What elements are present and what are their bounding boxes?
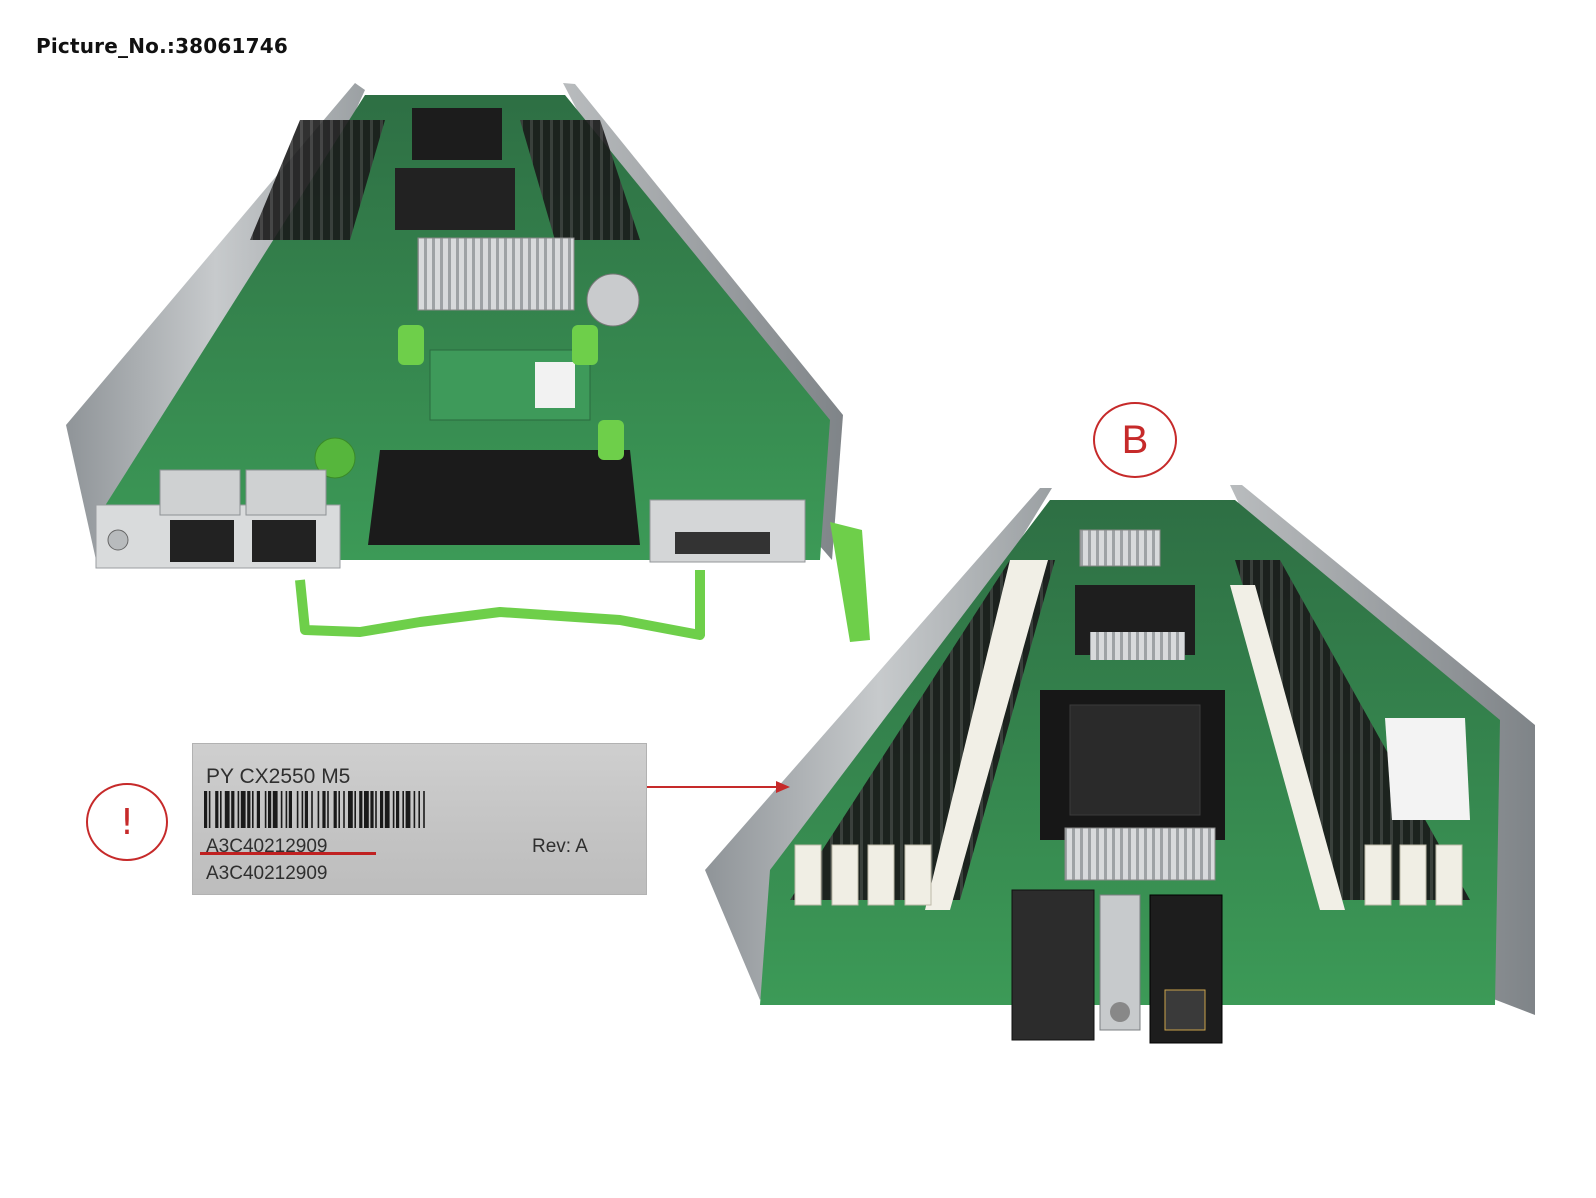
barcode-bar: [285, 791, 288, 828]
barcode-bar: [423, 791, 425, 828]
barcode-bar: [317, 791, 320, 828]
product-label: PY CX2550 M5 A3C40212909 Rev: A A3C40212…: [192, 743, 647, 895]
barcode-bar: [343, 791, 345, 828]
clip: [572, 325, 598, 365]
barcode-bar: [413, 791, 416, 828]
pull-handle: [295, 570, 705, 640]
barcode-bar: [296, 791, 299, 828]
release-lever: [830, 522, 870, 642]
barcode-bar: [215, 791, 219, 828]
rj45-housing-2: [245, 469, 327, 516]
backplane-connector: [1011, 889, 1095, 1041]
barcode-bar: [208, 791, 211, 828]
clip: [598, 420, 624, 460]
barcode-bar: [231, 791, 235, 828]
barcode-bar: [268, 791, 272, 828]
barcode-bar: [359, 791, 363, 828]
motherboard: [96, 95, 830, 560]
barcode-bar: [252, 791, 254, 828]
barcode-bar: [280, 791, 283, 828]
barcode-bar: [311, 791, 313, 828]
barcode-bar: [272, 791, 278, 828]
barcode: [204, 791, 425, 828]
barcode-bar: [384, 791, 390, 828]
dimm-slots-right: [520, 120, 640, 240]
barcode-bar: [392, 791, 395, 828]
guide-pin-hole: [1110, 1002, 1130, 1022]
riser-cover-plate: [368, 450, 640, 545]
rj45-port-1: [170, 520, 234, 562]
dimm-slots-left: [790, 560, 1055, 900]
barcode-bar: [327, 791, 329, 828]
part-number-underline: [200, 852, 376, 855]
barcode-bar: [247, 791, 251, 828]
server-node-photo-front: [66, 83, 870, 642]
barcode-bar: [370, 791, 374, 828]
barcode-bar: [418, 791, 420, 828]
callout-b: B: [1093, 402, 1177, 478]
barcode-bar: [405, 791, 411, 828]
label-part-number-repeat: A3C40212909: [206, 863, 328, 884]
cmos-battery: [586, 273, 640, 327]
barcode-bar: [396, 791, 400, 828]
label-model: PY CX2550 M5: [206, 765, 351, 788]
chipset-heatsink: [417, 237, 575, 311]
board-sticker: [1385, 718, 1470, 820]
thumbscrew: [314, 437, 356, 479]
barcode-bar: [354, 791, 356, 828]
pcie-slot-left: [925, 560, 1048, 910]
barcode-bar: [256, 791, 260, 828]
power-button: [107, 529, 129, 551]
barcode-bar: [375, 791, 377, 828]
vrm-heatsink-2: [1064, 827, 1216, 881]
label-part-number: A3C40212909: [206, 836, 328, 857]
power-pins: [1164, 989, 1206, 1031]
rj45-port-2: [252, 520, 316, 562]
barcode-bar: [364, 791, 369, 828]
label-revision: Rev: A: [532, 836, 588, 857]
barcode-bar: [264, 791, 267, 828]
dimm-slots-left: [250, 120, 385, 240]
barcode-bar: [288, 791, 292, 828]
barcode-bar: [224, 791, 230, 828]
vrm-heatsink: [1090, 632, 1185, 660]
rj45-housing-1: [159, 469, 241, 516]
barcode-bar: [348, 791, 353, 828]
barcode-bar: [240, 791, 246, 828]
picture-number: Picture_No.:38061746: [36, 34, 288, 58]
barcode-bar: [220, 791, 222, 828]
cpu-socket-2: [395, 168, 515, 230]
callout-important: !: [86, 783, 168, 861]
callout-arrow-head: [776, 781, 790, 793]
barcode-bar: [204, 791, 208, 828]
barcode-bar: [237, 791, 240, 828]
barcode-bar: [301, 791, 304, 828]
barcode-bar: [304, 791, 308, 828]
socket-cover: [1069, 704, 1201, 816]
barcode-bar: [338, 791, 340, 828]
chipset-heatsink: [1079, 529, 1161, 567]
server-node-photo-rear: [705, 485, 1535, 1044]
barcode-bar: [380, 791, 384, 828]
clip: [398, 325, 424, 365]
dimm-latches: [794, 844, 1463, 906]
pcie-slot-right: [1230, 585, 1345, 910]
barcode-bar: [333, 791, 337, 828]
serial-connector: [675, 532, 770, 554]
board-sticker: [535, 362, 575, 408]
barcode-bar: [402, 791, 404, 828]
barcode-bar: [322, 791, 326, 828]
cpu-socket-1: [412, 108, 502, 160]
